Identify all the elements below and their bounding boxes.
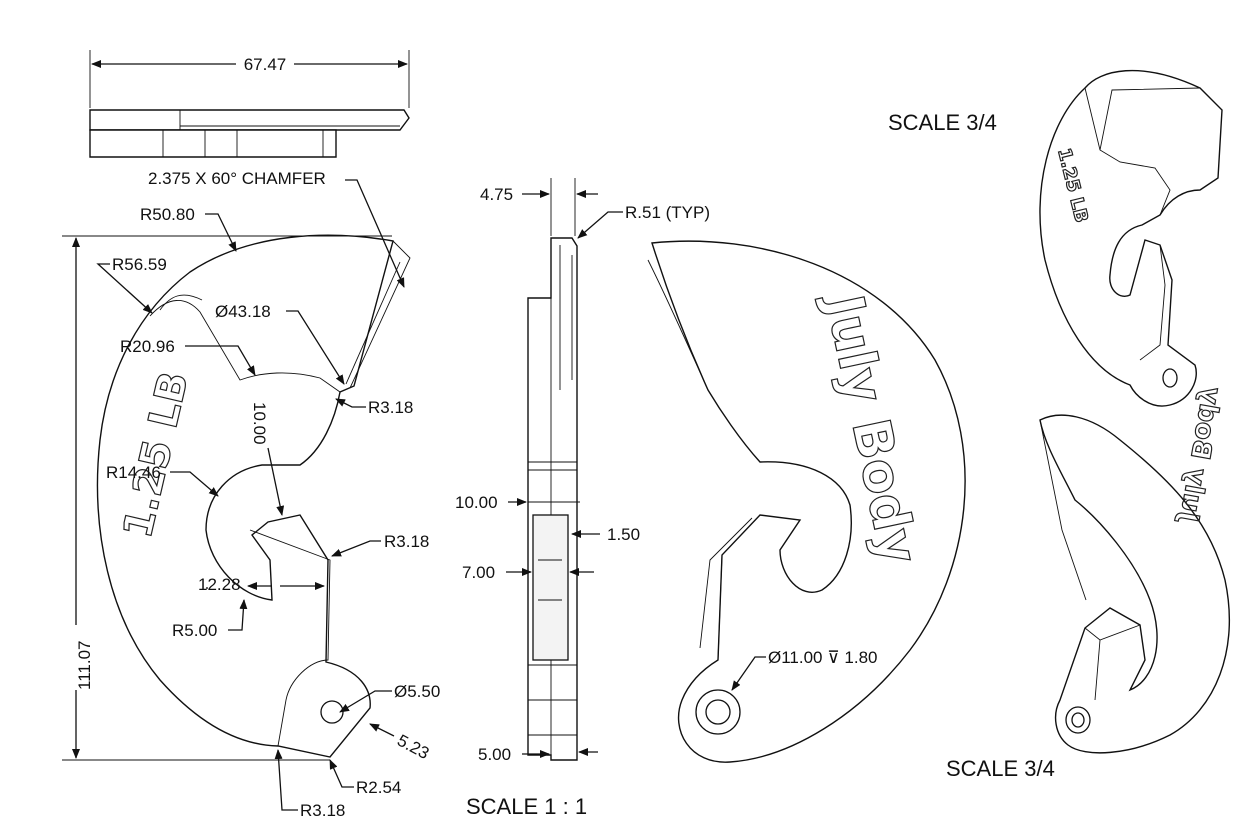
hole-offset-dim: 5.23 bbox=[394, 731, 432, 763]
height-dim: 111.07 bbox=[75, 641, 94, 690]
r-fillet-top-dim: R3.18 bbox=[368, 398, 413, 417]
r-tip-dim: R2.54 bbox=[356, 778, 401, 797]
iso-brand-emboss: July Body bbox=[1173, 384, 1227, 525]
gap-dim: 10.00 bbox=[250, 402, 269, 445]
slot-depth-dim: 10.00 bbox=[455, 493, 498, 512]
r-center-dim: R14.46 bbox=[106, 463, 161, 482]
r-fillet-bottom-dim: R3.18 bbox=[300, 801, 345, 820]
slot-wall-dim: 1.50 bbox=[607, 525, 640, 544]
overall-width-dim: 67.47 bbox=[244, 55, 287, 74]
scale-iso-bottom-label: SCALE 3/4 bbox=[946, 756, 1055, 781]
r-edge-dim: R.51 (TYP) bbox=[625, 203, 710, 222]
front-view: 1.25 LB 2.375 X 60° CHAMFER R50.80 R56.5… bbox=[62, 169, 440, 820]
iso-view-bottom: SCALE 3/4 July Body bbox=[946, 384, 1231, 781]
r-slot-dim: R5.00 bbox=[172, 621, 217, 640]
side-view: 4.75 R.51 (TYP) 10.00 1.50 7.00 5.00 SCA… bbox=[455, 178, 710, 819]
hole-dia-dim: Ø5.50 bbox=[394, 682, 440, 701]
r-notch-dim: R20.96 bbox=[120, 337, 175, 356]
r-outer-dim: R50.80 bbox=[140, 205, 195, 224]
dia-inner-dim: Ø43.18 bbox=[215, 302, 271, 321]
scale-iso-top-label: SCALE 3/4 bbox=[888, 110, 997, 135]
r-fillet-mid-dim: R3.18 bbox=[384, 532, 429, 551]
back-view: July Body Ø11.00 ⊽ 1.80 bbox=[647, 240, 966, 763]
r-outer2-dim: R56.59 bbox=[112, 255, 167, 274]
slot-inner-dim: 7.00 bbox=[462, 563, 495, 582]
thickness-dim: 4.75 bbox=[480, 185, 513, 204]
boss-dim: 5.00 bbox=[478, 745, 511, 764]
counterbore-dim: Ø11.00 ⊽ 1.80 bbox=[768, 648, 877, 667]
top-view: 67.47 bbox=[89, 50, 410, 158]
iso-view-top: SCALE 3/4 1.25 LB bbox=[888, 69, 1223, 407]
chamfer-dim: 2.375 X 60° CHAMFER bbox=[148, 169, 326, 188]
scale-side-label: SCALE 1 : 1 bbox=[466, 794, 587, 819]
slot-width-dim: 12.28 bbox=[198, 575, 241, 594]
